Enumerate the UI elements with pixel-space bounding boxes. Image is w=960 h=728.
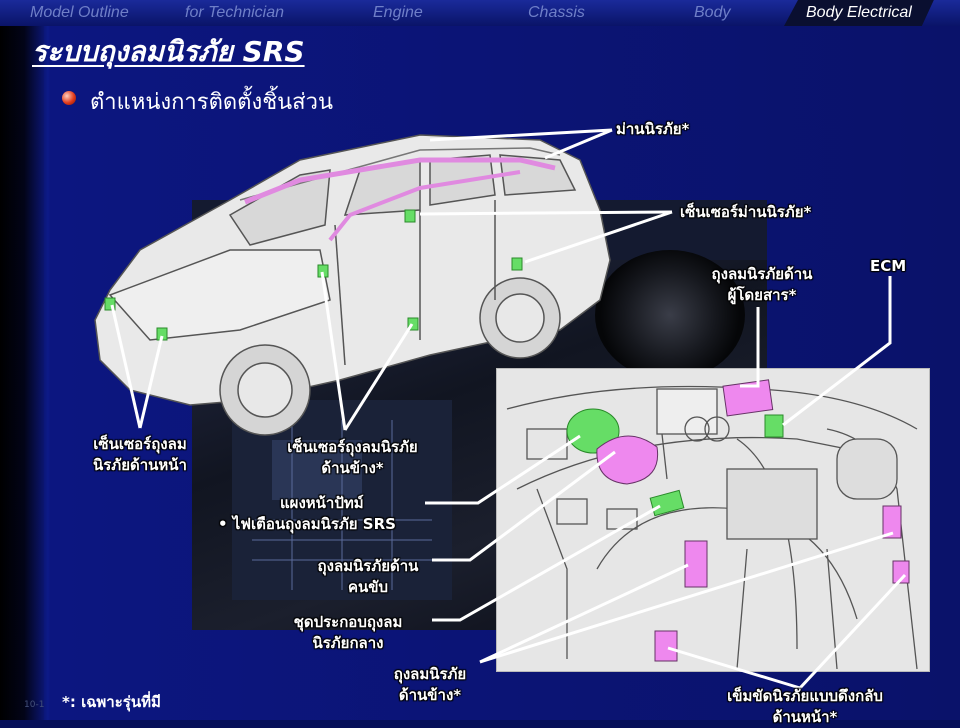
label-curtain-airbag: ม่านนิรภัย* xyxy=(616,120,690,138)
tab-chassis[interactable]: Chassis xyxy=(528,4,585,21)
label-side-airbag-line2: ด้านข้าง* xyxy=(398,686,462,704)
tab-engine[interactable]: Engine xyxy=(373,4,423,21)
label-center-assy-line1: ชุดประกอบถุงลม xyxy=(293,613,403,631)
tab-body-electrical[interactable]: Body Electrical xyxy=(784,0,934,26)
label-side-airbag: ถุงลมนิรภัย ด้านข้าง* xyxy=(380,664,480,706)
label-driver-airbag: ถุงลมนิรภัยด้าน คนขับ xyxy=(300,556,436,598)
label-side-sensor-line1: เซ็นเซอร์ถุงลมนิรภัย xyxy=(287,438,418,456)
label-pretensioner-line1: เข็มขัดนิรภัยแบบดึงกลับ xyxy=(727,687,883,705)
top-nav: Model Outline for Technician Engine Chas… xyxy=(0,0,960,26)
page-number: 10-1 xyxy=(24,700,45,710)
tab-for-technician[interactable]: for Technician xyxy=(185,4,285,21)
label-curtain-sensor: เซ็นเซอร์ม่านนิรภัย* xyxy=(680,203,812,221)
label-ecm: ECM xyxy=(870,257,907,275)
label-driver-airbag-line2: คนขับ xyxy=(347,578,389,596)
label-side-sensor: เซ็นเซอร์ถุงลมนิรภัย ด้านข้าง* xyxy=(270,437,435,479)
label-passenger-airbag-line1: ถุงลมนิรภัยด้าน xyxy=(711,265,813,283)
label-pretensioner-line2: ด้านหน้า* xyxy=(772,708,838,726)
label-passenger-airbag-line2: ผู้โดยสาร* xyxy=(727,286,797,304)
label-front-sensor-line2: นิรภัยด้านหน้า xyxy=(93,456,187,474)
label-center-assy-line2: นิรภัยกลาง xyxy=(312,634,384,652)
label-center-assy: ชุดประกอบถุงลม นิรภัยกลาง xyxy=(278,612,418,654)
label-meter: แผงหน้าปัทม์ • ไฟเตือนถุงลมนิรภัย SRS xyxy=(218,493,438,535)
tab-model-outline[interactable]: Model Outline xyxy=(30,4,129,21)
label-meter-line1: แผงหน้าปัทม์ xyxy=(280,494,364,512)
page-title: ระบบถุงลมนิรภัย SRS xyxy=(32,35,305,68)
label-pretensioner: เข็มขัดนิรภัยแบบดึงกลับ ด้านหน้า* xyxy=(700,686,910,728)
label-front-sensor: เซ็นเซอร์ถุงลม นิรภัยด้านหน้า xyxy=(78,434,202,476)
left-bar xyxy=(0,0,44,720)
label-front-sensor-line1: เซ็นเซอร์ถุงลม xyxy=(93,435,187,453)
bullet-icon xyxy=(62,91,76,105)
tab-body[interactable]: Body xyxy=(694,4,731,21)
label-side-sensor-line2: ด้านข้าง* xyxy=(321,459,384,477)
footnote: *: เฉพาะรุ่นที่มี xyxy=(62,693,161,711)
label-driver-airbag-line1: ถุงลมนิรภัยด้าน xyxy=(317,557,419,575)
label-side-airbag-line1: ถุงลมนิรภัย xyxy=(393,665,467,683)
label-passenger-airbag: ถุงลมนิรภัยด้าน ผู้โดยสาร* xyxy=(700,264,824,306)
page-subtitle: ตำแหน่งการติดตั้งชิ้นส่วน xyxy=(90,90,333,115)
interior-illustration xyxy=(506,379,918,670)
wheel-photo xyxy=(595,250,745,380)
label-meter-line2: • ไฟเตือนถุงลมนิรภัย SRS xyxy=(218,515,396,533)
